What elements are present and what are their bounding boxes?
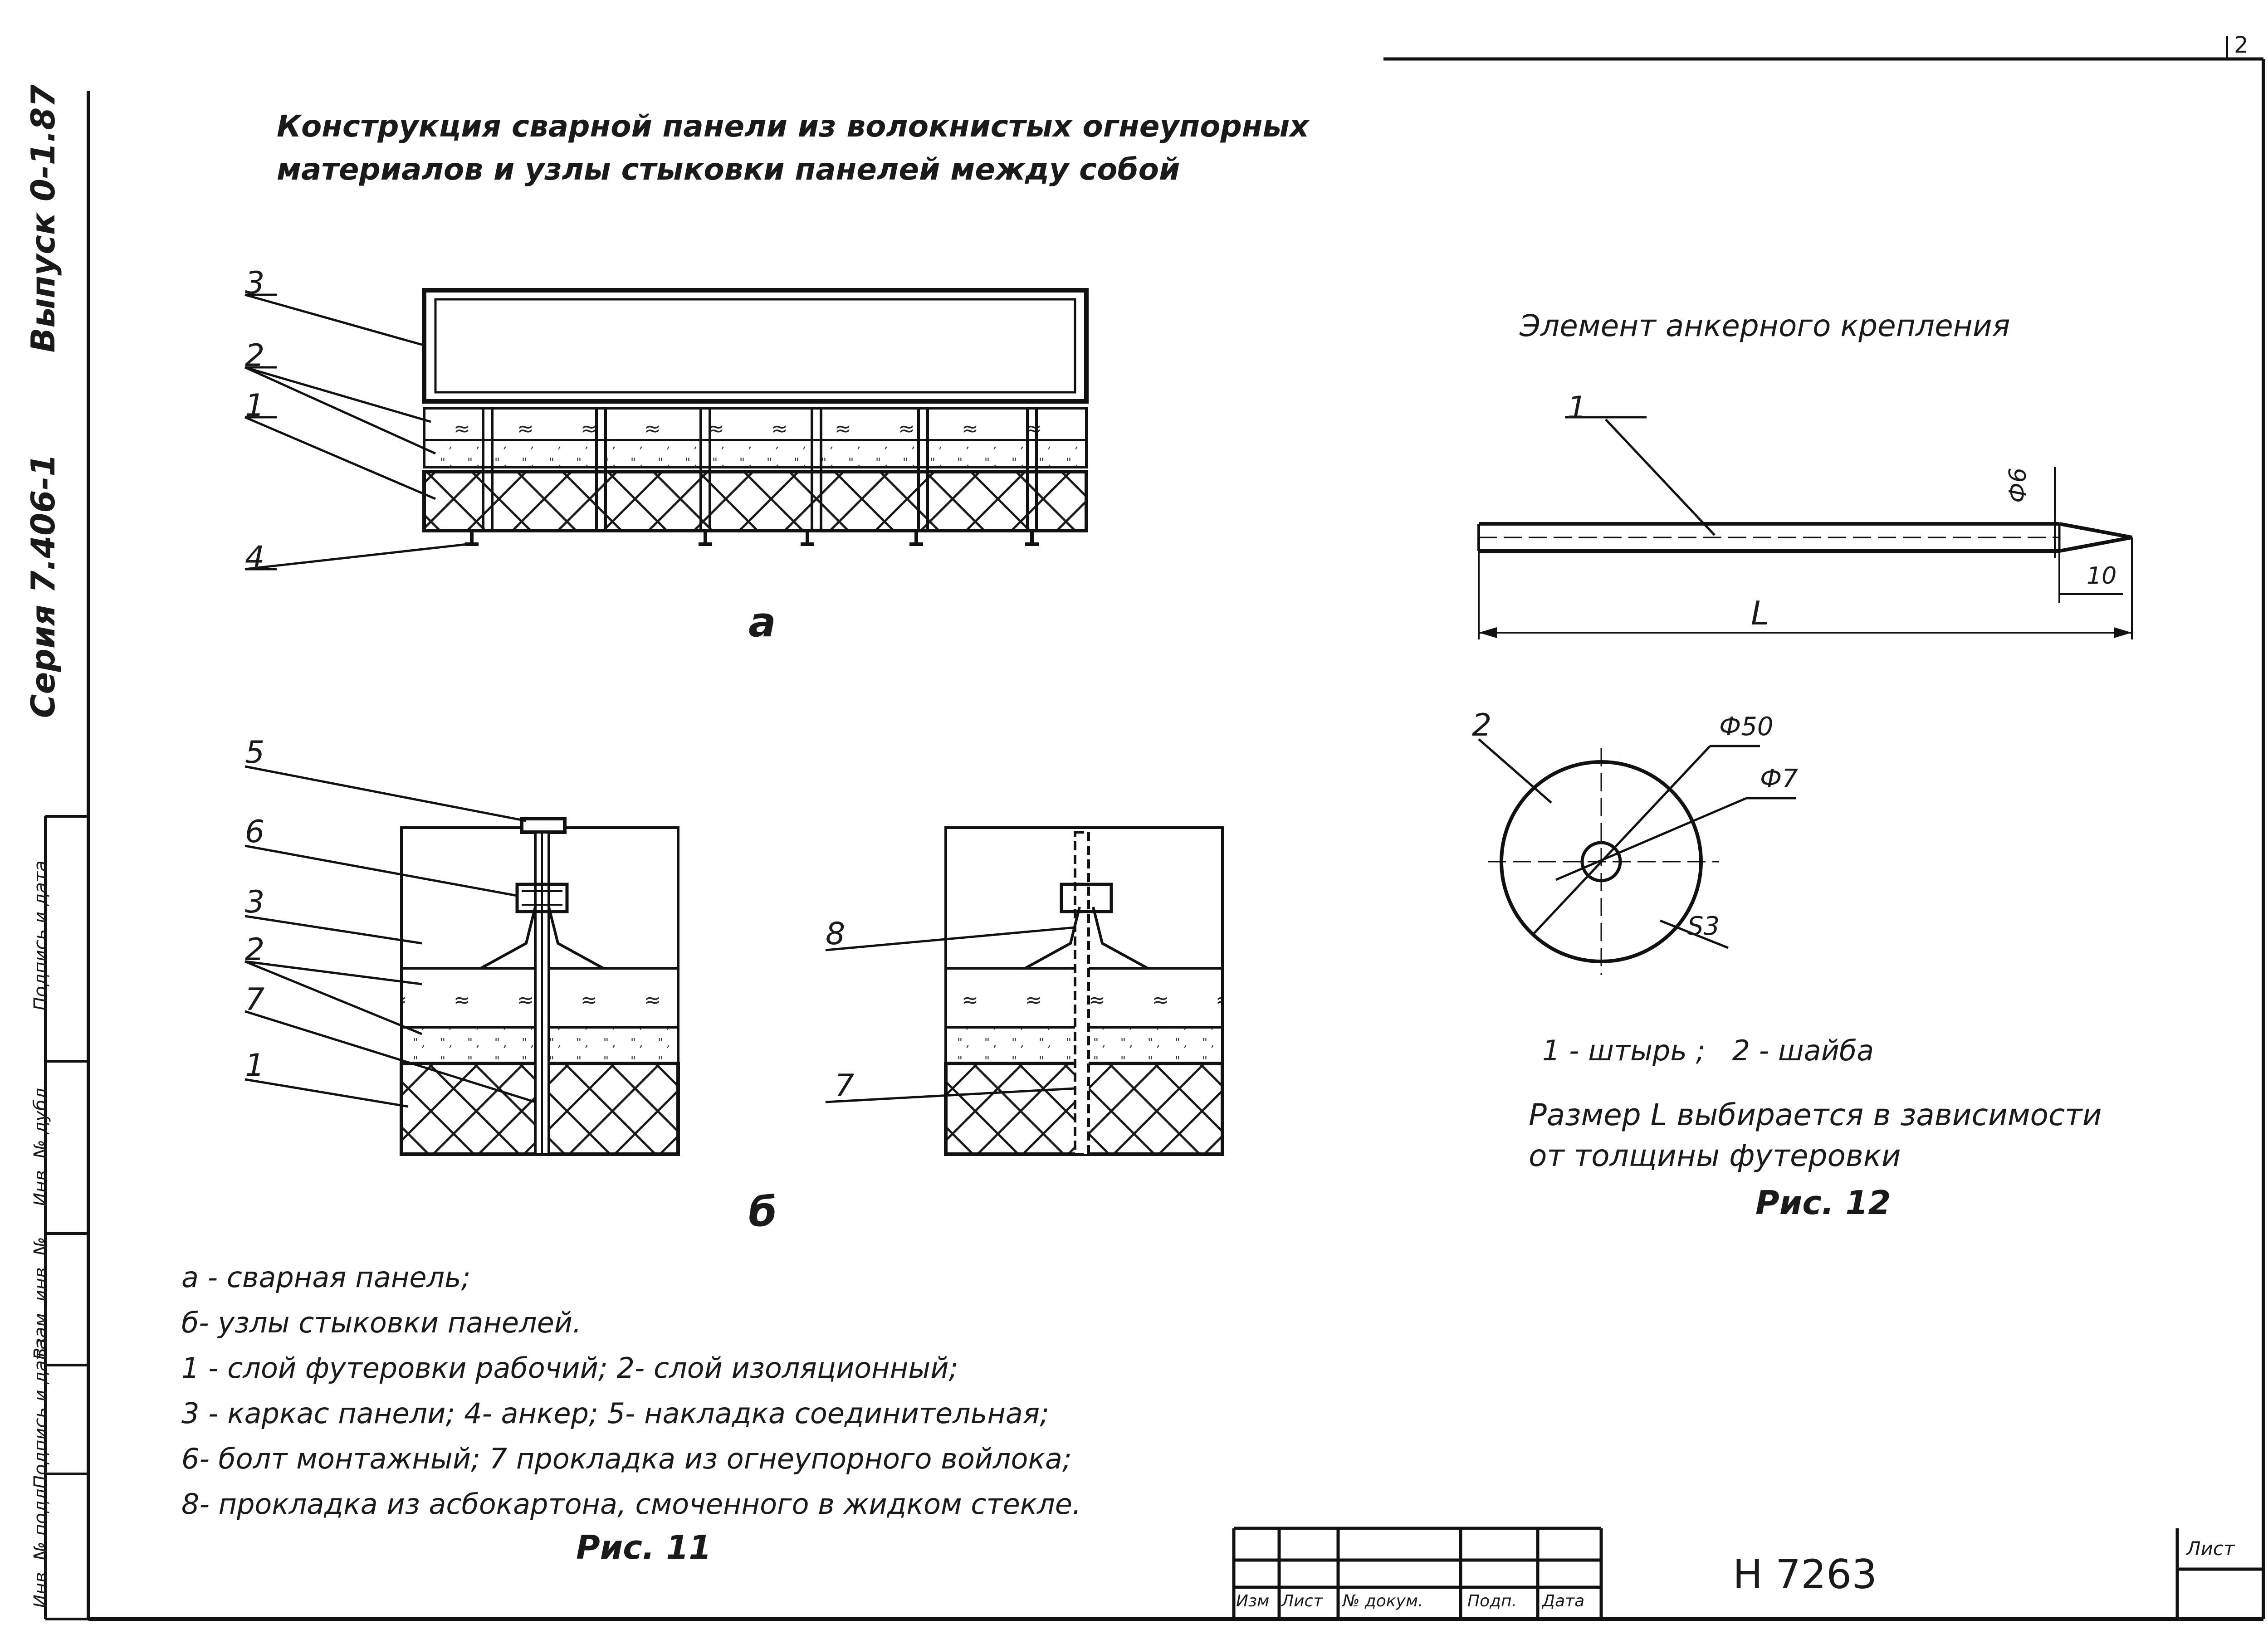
tb-col-date: Дата [1542,1592,1585,1610]
washer-callout-2: 2 [1472,707,1492,743]
joint-caption: б [748,1188,777,1236]
page-number: 2 [2234,32,2248,58]
tb-col-docnum: № докум. [1343,1592,1423,1610]
dim-tip-10: 10 [2087,562,2117,590]
joint-callout-7-right: 7 [835,1068,855,1104]
drawing-number: Н 7263 [1733,1551,1877,1598]
washer-thickness-dim: S3 [1687,912,1720,941]
stamp-dup-inv: Инв. № дубл. [30,1082,51,1206]
anchor-pin-drawing [1477,416,2133,639]
panel-a-callout-2: 2 [245,338,265,374]
panel-a-drawing [244,288,1089,571]
series-label: Серия 7.406-1 [24,454,62,718]
joint-callout-2: 2 [245,932,265,968]
legend-line-1: а - сварная панель; [181,1261,471,1294]
panel-a-callout-4: 4 [245,540,265,576]
tb-col-sheet: Лист [1281,1592,1323,1610]
joint-right-drawing [825,826,1224,1156]
title-block-grid [1232,1527,2263,1619]
legend-line-4: 3 - каркас панели; 4- анкер; 5- накладка… [181,1397,1050,1430]
tb-col-signature: Подп. [1467,1592,1517,1610]
fig12-title: Элемент анкерного крепления [1520,308,2010,343]
fig11-caption: Рис. 11 [576,1528,712,1566]
washer-drawing [1478,738,1796,975]
washer-outer-dim: Ф50 [1719,712,1774,741]
joint-callout-8: 8 [826,916,846,952]
fig12-note-line-1: Размер L выбирается в зависимости [1529,1097,2102,1132]
fig12-note-line-2: от толщины футеровки [1529,1138,1901,1173]
fig12-legend: 1 - штырь ; 2 - шайба [1542,1034,1874,1067]
side-stamp-grid [44,815,88,1620]
stamp-sign-date-top: Подпись и дата [30,860,51,1011]
pin-callout-1: 1 [1567,390,1587,426]
legend-line-2: б- узлы стыковки панелей. [181,1306,582,1339]
fig12-caption: Рис. 12 [1755,1184,1891,1222]
tb-col-change: Изм [1236,1592,1270,1610]
joint-callout-6: 6 [245,814,265,850]
legend-line-3: 1 - слой футеровки рабочий; 2- слой изол… [181,1351,958,1385]
stamp-original-inv: Инв. № подл. [30,1483,51,1608]
joint-callout-7: 7 [245,982,265,1018]
legend-line-5: 6- болт монтажный; 7 прокладка из огнеуп… [181,1442,1072,1475]
legend-line-6: 8- прокладка из асбокартона, смоченного … [181,1488,1081,1521]
panel-a-caption: а [748,599,776,646]
joint-callout-5: 5 [245,735,265,771]
dim-diameter-6: Ф6 [2004,468,2032,503]
stamp-sign-date-bottom: Подпись и дата [30,1338,51,1489]
dim-length-L: L [1751,594,1769,632]
title-line-1: Конструкция сварной панели из волокнисты… [277,109,1309,144]
tb-sheet-label: Лист [2186,1537,2235,1560]
washer-inner-dim: Ф7 [1760,764,1798,794]
title-line-2: материалов и узлы стыковки панелей между… [277,152,1180,187]
joint-callout-3: 3 [245,884,265,920]
joint-left-drawing [244,765,680,1156]
joint-callout-1: 1 [245,1048,265,1083]
panel-a-callout-3: 3 [245,265,265,301]
issue-label: Выпуск 0-1.87 [24,84,62,353]
panel-a-callout-1: 1 [245,388,265,424]
